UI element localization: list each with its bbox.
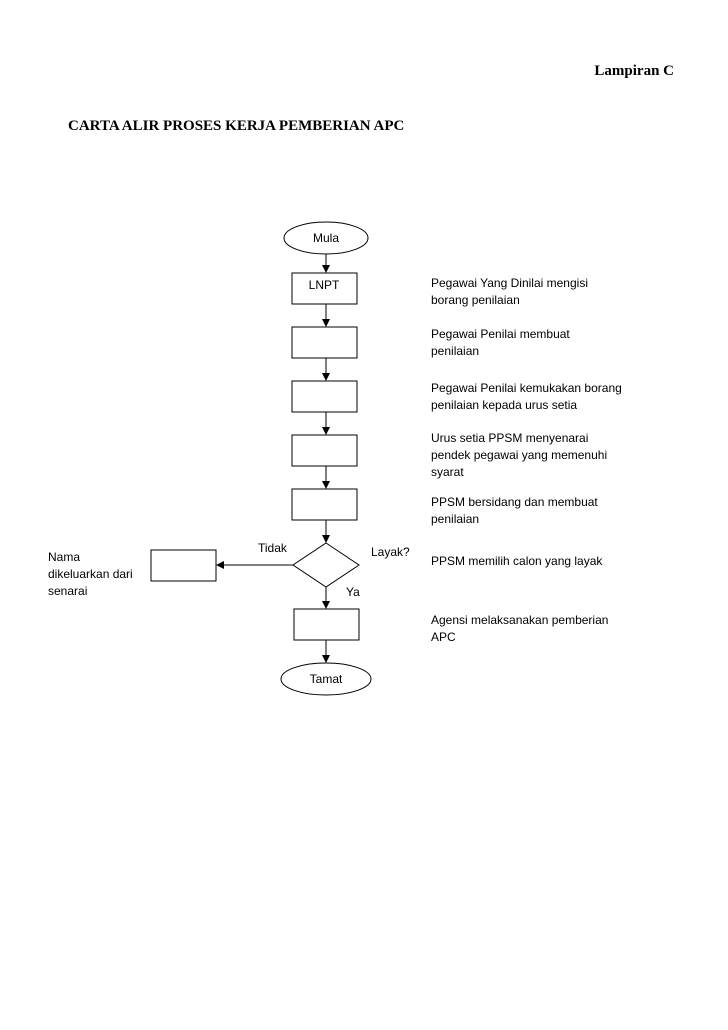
process-box-3 bbox=[291, 380, 358, 413]
process-box-5 bbox=[291, 488, 358, 521]
branch-yes-label: Ya bbox=[346, 585, 360, 599]
branch-no-label: Tidak bbox=[258, 541, 288, 555]
process-box-4 bbox=[291, 434, 358, 467]
step-note-2: Pegawai Penilai membuat penilaian bbox=[431, 327, 570, 358]
process-label-lnpt: LNPT bbox=[309, 278, 340, 292]
decision-diamond bbox=[292, 542, 360, 588]
process-box-2 bbox=[291, 326, 358, 359]
step-note-1: Pegawai Yang Dinilai mengisi borang peni… bbox=[431, 276, 588, 307]
step-note-6: PPSM memilih calon yang layak bbox=[431, 554, 603, 568]
end-label: Tamat bbox=[310, 672, 343, 686]
process-box-lnpt bbox=[291, 272, 358, 305]
appendix-label: Lampiran C bbox=[594, 63, 674, 79]
step-note-5: PPSM bersidang dan membuat penilaian bbox=[431, 495, 598, 526]
document-title: CARTA ALIR PROSES KERJA PEMBERIAN APC bbox=[68, 118, 405, 134]
step-note-4: Urus setia PPSM menyenarai pendek pegawa… bbox=[431, 431, 608, 479]
process-box-reject bbox=[150, 549, 217, 582]
end-terminator bbox=[280, 662, 372, 696]
step-note-7: Agensi melaksanakan pemberian APC bbox=[431, 613, 609, 644]
decision-label: Layak? bbox=[371, 545, 410, 559]
process-box-7 bbox=[293, 608, 360, 641]
reject-note: Nama dikeluarkan dari senarai bbox=[48, 550, 133, 598]
start-label: Mula bbox=[313, 231, 339, 245]
step-note-3: Pegawai Penilai kemukakan borang penilai… bbox=[431, 381, 622, 412]
